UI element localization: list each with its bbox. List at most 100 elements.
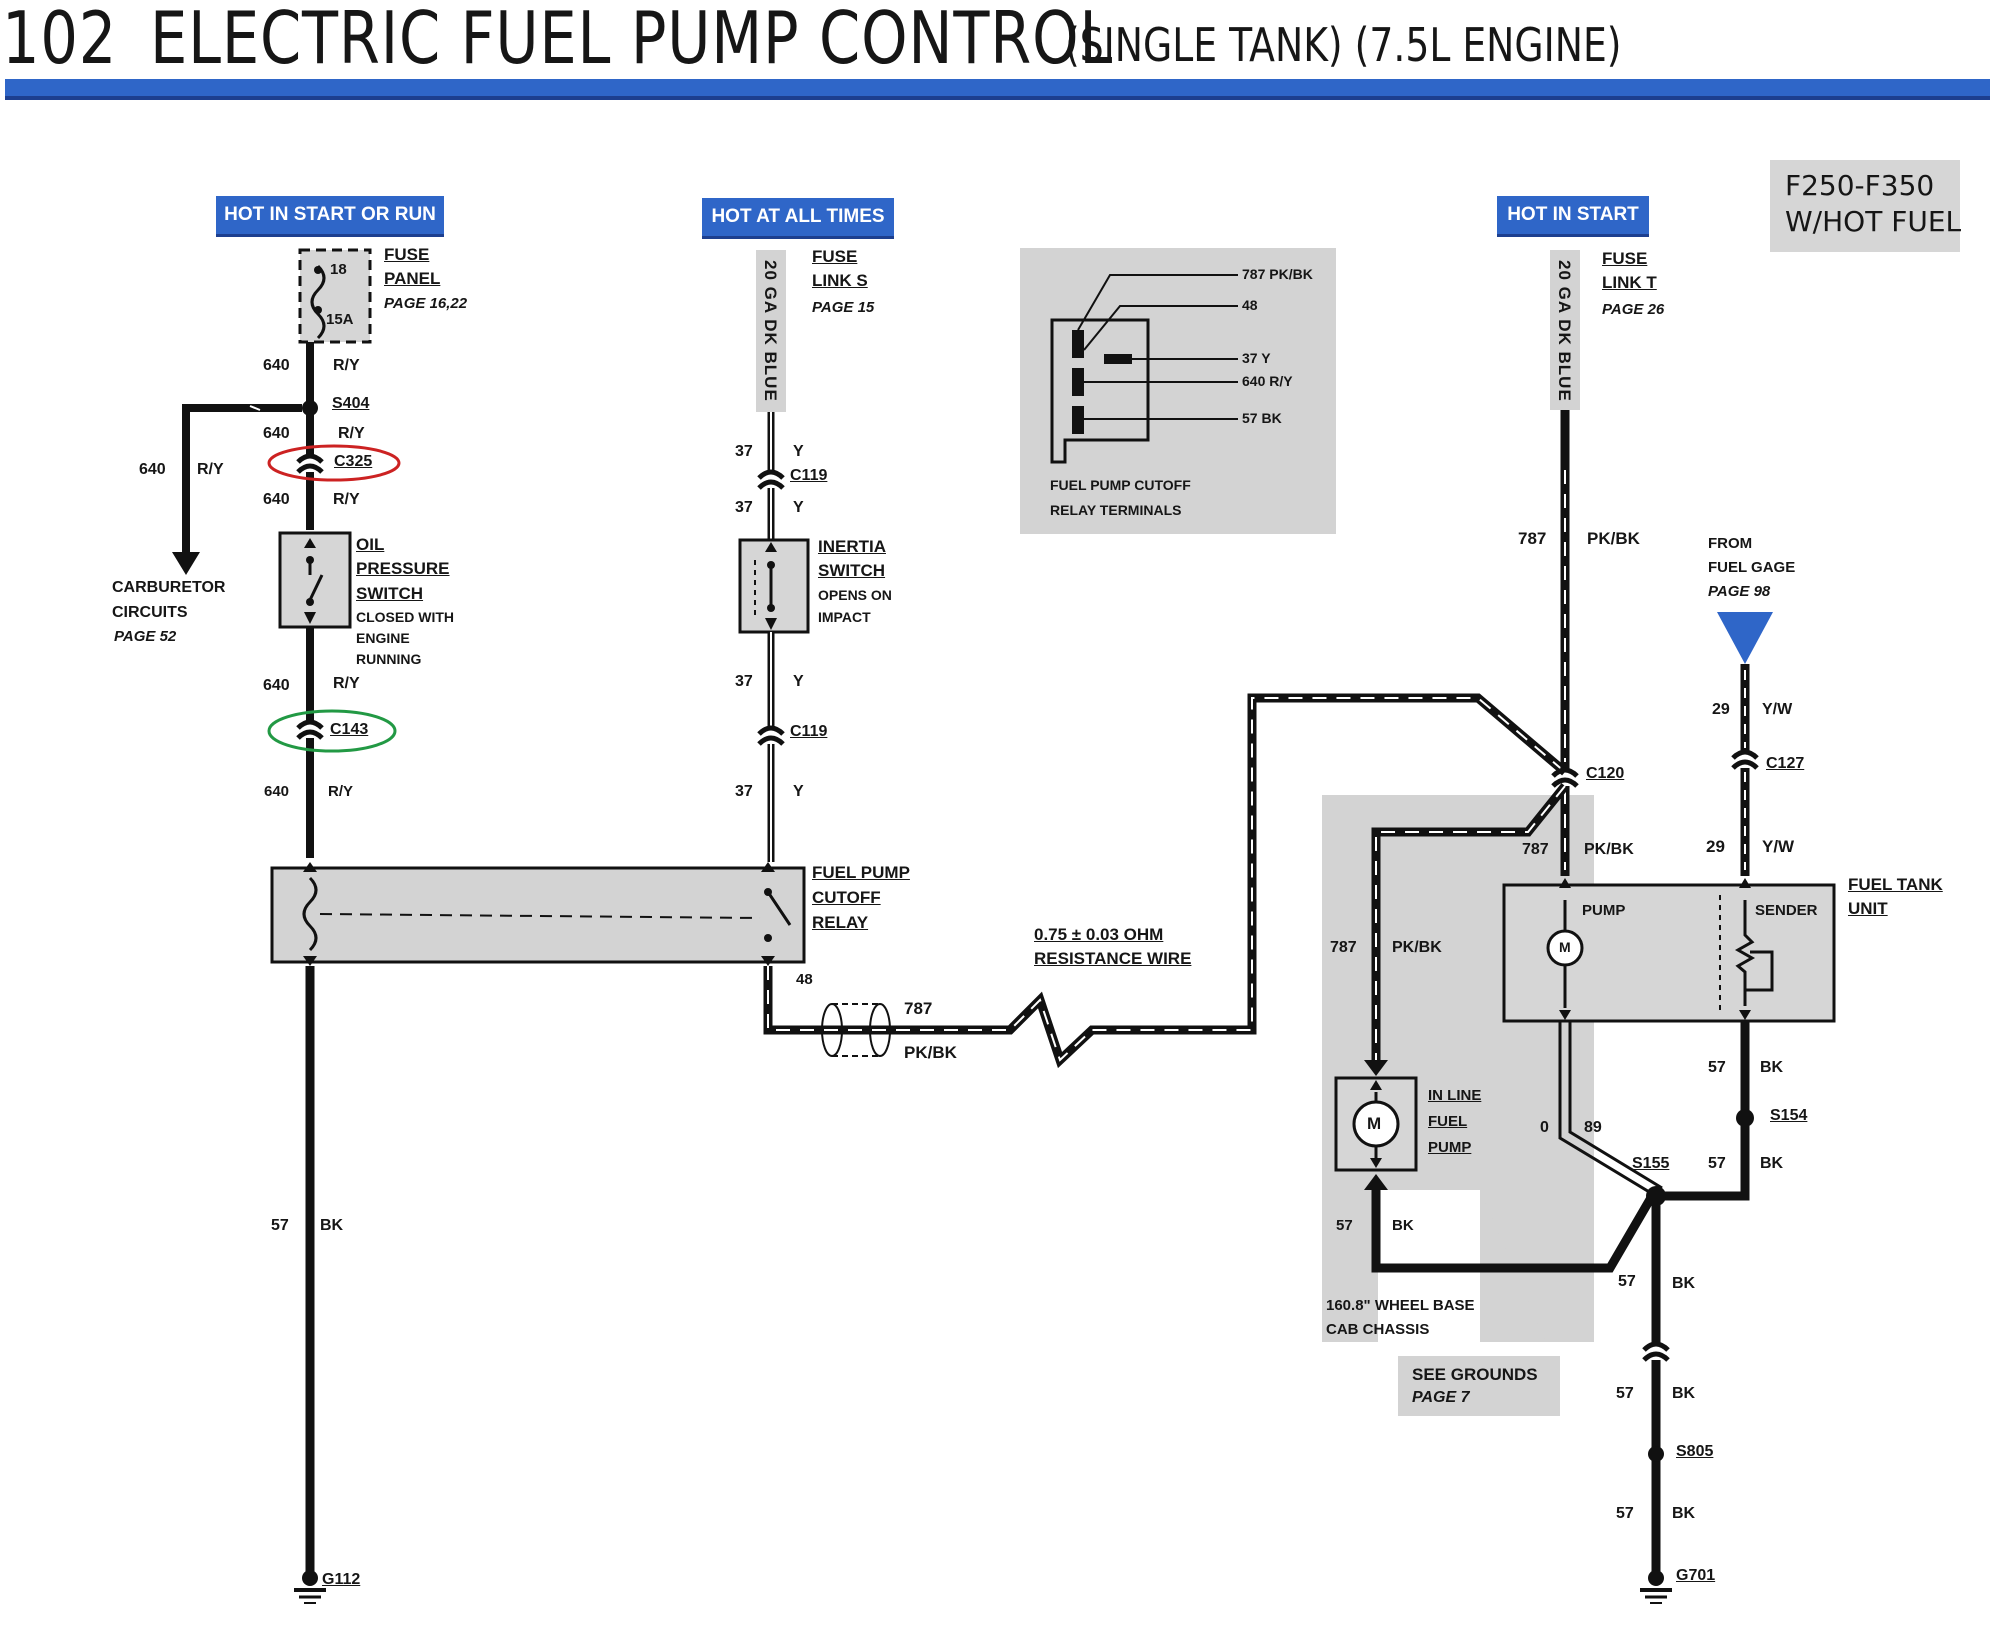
connector-c119-upper-label: C119	[790, 467, 828, 484]
wire-ry-label: R/Y	[338, 425, 365, 442]
carburetor-label-line1: CARBURETOR	[112, 579, 226, 596]
wire-37-label: 37	[735, 783, 753, 800]
wheelbase-label-line1: 160.8" WHEEL BASE	[1326, 1297, 1475, 1314]
fuse-link-t-wire	[1550, 250, 1580, 410]
from-fuel-gage-page-ref: PAGE 98	[1708, 583, 1771, 600]
relay-terminals-caption-line1: FUEL PUMP CUTOFF	[1050, 477, 1191, 493]
tank-pump-motor-symbol: M	[1559, 939, 1571, 955]
header-rule-shadow	[5, 96, 1990, 100]
oil-switch-label-line3: SWITCH	[356, 584, 424, 603]
fuel-tank-unit-label-line1: FUEL TANK	[1848, 875, 1943, 894]
splice-s154-label: S154	[1770, 1107, 1808, 1124]
fuse-link-s-wire-color: 20 GA DK BLUE	[761, 260, 780, 402]
wire-787-label: 787	[904, 999, 933, 1018]
header-rule	[5, 79, 1990, 100]
resistance-wire-label-line2: RESISTANCE WIRE	[1034, 949, 1192, 968]
relay-terminal-787-label: 787 PK/BK	[1242, 266, 1313, 282]
from-fuel-gage-line2: FUEL GAGE	[1708, 559, 1796, 576]
fuse-link-s-label-line2: LINK S	[812, 271, 868, 290]
wire-57-label: 57	[1708, 1059, 1726, 1076]
inline-pump-label-line2: FUEL	[1428, 1113, 1468, 1130]
wire-bk-label: BK	[320, 1217, 344, 1234]
ground-g701-label: G701	[1676, 1567, 1716, 1584]
c119-connector-upper	[757, 469, 785, 480]
relay-coil	[302, 876, 318, 952]
cutoff-relay-label-line3: RELAY	[812, 913, 869, 932]
connector-c143-label: C143	[330, 721, 369, 738]
relay-terminals-caption-line2: RELAY TERMINALS	[1050, 502, 1182, 518]
fuel-gage-triangle	[1717, 612, 1773, 664]
wire-bk-label: BK	[1672, 1505, 1696, 1522]
inertia-switch-label-line2: SWITCH	[818, 561, 886, 580]
cutoff-relay-label-line1: FUEL PUMP	[812, 863, 910, 882]
oil-pressure-switch-box	[278, 531, 352, 629]
wire-ry-label: R/Y	[333, 491, 360, 508]
g701-ground-dot	[1648, 1570, 1664, 1586]
relay-terminal-37-label: 37 Y	[1242, 350, 1271, 366]
wire-pkbk-label: PK/BK	[904, 1043, 957, 1062]
wire-y-label: Y	[793, 499, 804, 516]
fuse-link-t-page-ref: PAGE 26	[1602, 301, 1665, 318]
wire-29-label: 29	[1712, 701, 1730, 718]
connector-c120-label: C120	[1586, 765, 1625, 782]
fuse-link-t-label-line2: LINK T	[1602, 273, 1657, 292]
from-fuel-gage-line1: FROM	[1708, 535, 1753, 552]
wire-57-label: 57	[1616, 1385, 1634, 1402]
oil-switch-note-line1: CLOSED WITH	[356, 609, 454, 625]
inline-pump-motor-symbol: M	[1367, 1114, 1382, 1133]
wire-y-label: Y	[793, 673, 804, 690]
inline-pump-label-line1: IN LINE	[1428, 1087, 1482, 1104]
ground-g112-label: G112	[322, 1571, 361, 1588]
wire-787-label: 787	[1330, 939, 1357, 956]
wire-ry-label: R/Y	[333, 357, 360, 374]
relay-terminal-48-inset-label: 48	[1242, 297, 1258, 313]
oil-switch-label-line1: OIL	[356, 535, 385, 554]
wheelbase-label-line2: CAB CHASSIS	[1326, 1321, 1430, 1338]
relay-linkage	[319, 913, 761, 919]
cutoff-relay	[270, 862, 806, 1604]
wire-37-label: 37	[735, 443, 753, 460]
wire-640-label: 640	[264, 783, 290, 800]
grounds-note-bg	[1398, 1356, 1560, 1416]
splice-s404-label: S404	[332, 395, 370, 412]
fuse-panel-label-line2: PANEL	[384, 269, 441, 288]
wire-ry-label: R/Y	[197, 461, 224, 478]
splice-s154-dot	[1736, 1109, 1754, 1127]
fuse-element	[310, 264, 326, 340]
inertia-switch-note-line2: IMPACT	[818, 609, 871, 625]
see-grounds-page-ref: PAGE 7	[1412, 1389, 1470, 1406]
splice-s404-dot	[302, 400, 318, 416]
sender-resistor	[1734, 900, 1756, 1006]
badge-hot-start-or-run: HOT IN START OR RUN	[216, 196, 444, 237]
fuse-panel-page-ref: PAGE 16,22	[384, 295, 468, 312]
inertia-switch-note-line1: OPENS ON	[818, 587, 892, 603]
fuse-panel-box	[298, 248, 372, 344]
wire-bk-label: BK	[1672, 1275, 1696, 1292]
c325-highlight-ring	[267, 444, 401, 482]
relay-socket-outline	[1050, 318, 1150, 464]
wire-29-label: 29	[1706, 837, 1725, 856]
fuse-link-s-wire	[756, 250, 786, 412]
fuel-tank-unit-label-line2: UNIT	[1848, 899, 1888, 918]
wire-bk-label: BK	[1760, 1155, 1784, 1172]
wire-pkbk-label: PK/BK	[1392, 939, 1442, 956]
relay-terminals-inset	[1050, 274, 1238, 464]
carburetor-arrow	[172, 552, 200, 575]
cutoff-relay-label-line2: CUTOFF	[812, 888, 881, 907]
connector-c325-label: C325	[334, 453, 373, 470]
connector-c127-label: C127	[1766, 755, 1805, 772]
inline-pump-label-line3: PUMP	[1428, 1139, 1472, 1156]
tank-sender-label: SENDER	[1755, 902, 1818, 919]
hot-fuel-tag-bg	[1770, 160, 1960, 252]
wire-ry-label: R/Y	[333, 675, 360, 692]
wire-787-label: 787	[1522, 841, 1549, 858]
fuse-link-t-wire-color: 20 GA DK BLUE	[1555, 260, 1574, 402]
fuse-link-s-page-ref: PAGE 15	[812, 299, 875, 316]
fuse-link-t-label-line1: FUSE	[1602, 249, 1648, 268]
oil-switch-note-line3: RUNNING	[356, 651, 422, 667]
wire-640-label: 640	[263, 491, 290, 508]
middle-circuit	[738, 250, 1568, 1069]
ground-connector	[1642, 1341, 1670, 1352]
